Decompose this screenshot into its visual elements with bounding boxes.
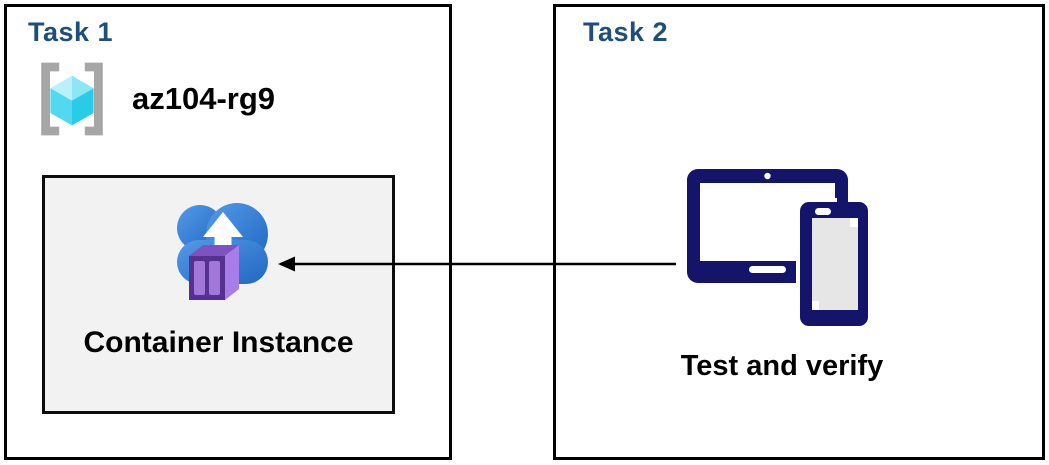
resource-group-name: az104-rg9 — [132, 81, 276, 116]
container-instance-icon — [177, 203, 268, 300]
flow-arrow — [278, 256, 676, 272]
devices-icon — [687, 169, 868, 329]
task1-box: Task 1 az104-rg9 — [4, 4, 452, 460]
container-instance-box: Container Instance — [42, 175, 395, 414]
container-instance-label: Container Instance — [83, 326, 354, 359]
test-and-verify-label: Test and verify — [680, 350, 884, 382]
task1-title: Task 1 — [28, 17, 114, 47]
task2-box: Task 2 Test and verify — [553, 4, 1045, 460]
resource-group-row: az104-rg9 — [32, 60, 275, 138]
resource-group-icon — [41, 62, 103, 136]
task2-title: Task 2 — [583, 17, 669, 47]
